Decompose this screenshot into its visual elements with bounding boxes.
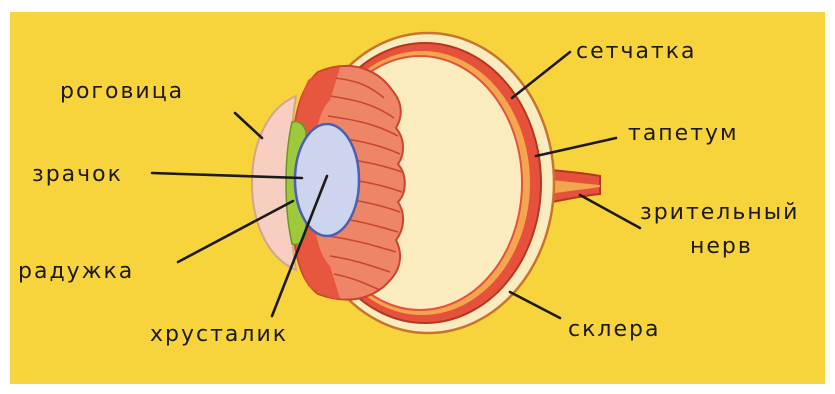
label-cornea: роговица — [60, 79, 184, 104]
label-optic-nerve-line1: зрительный — [640, 200, 799, 225]
label-optic-nerve-line2: нерв — [690, 234, 753, 259]
optic-nerve-leader — [580, 195, 640, 228]
lens — [295, 124, 359, 236]
sclera-leader — [510, 292, 560, 318]
cornea-leader — [235, 113, 262, 138]
retina-leader — [512, 52, 570, 98]
label-sclera: склера — [568, 317, 660, 342]
label-lens: хрусталик — [150, 322, 288, 347]
label-iris: радужка — [18, 259, 134, 284]
label-pupil: зрачок — [32, 162, 123, 187]
label-retina: сетчатка — [576, 39, 697, 64]
label-tapetum: тапетум — [628, 121, 739, 146]
